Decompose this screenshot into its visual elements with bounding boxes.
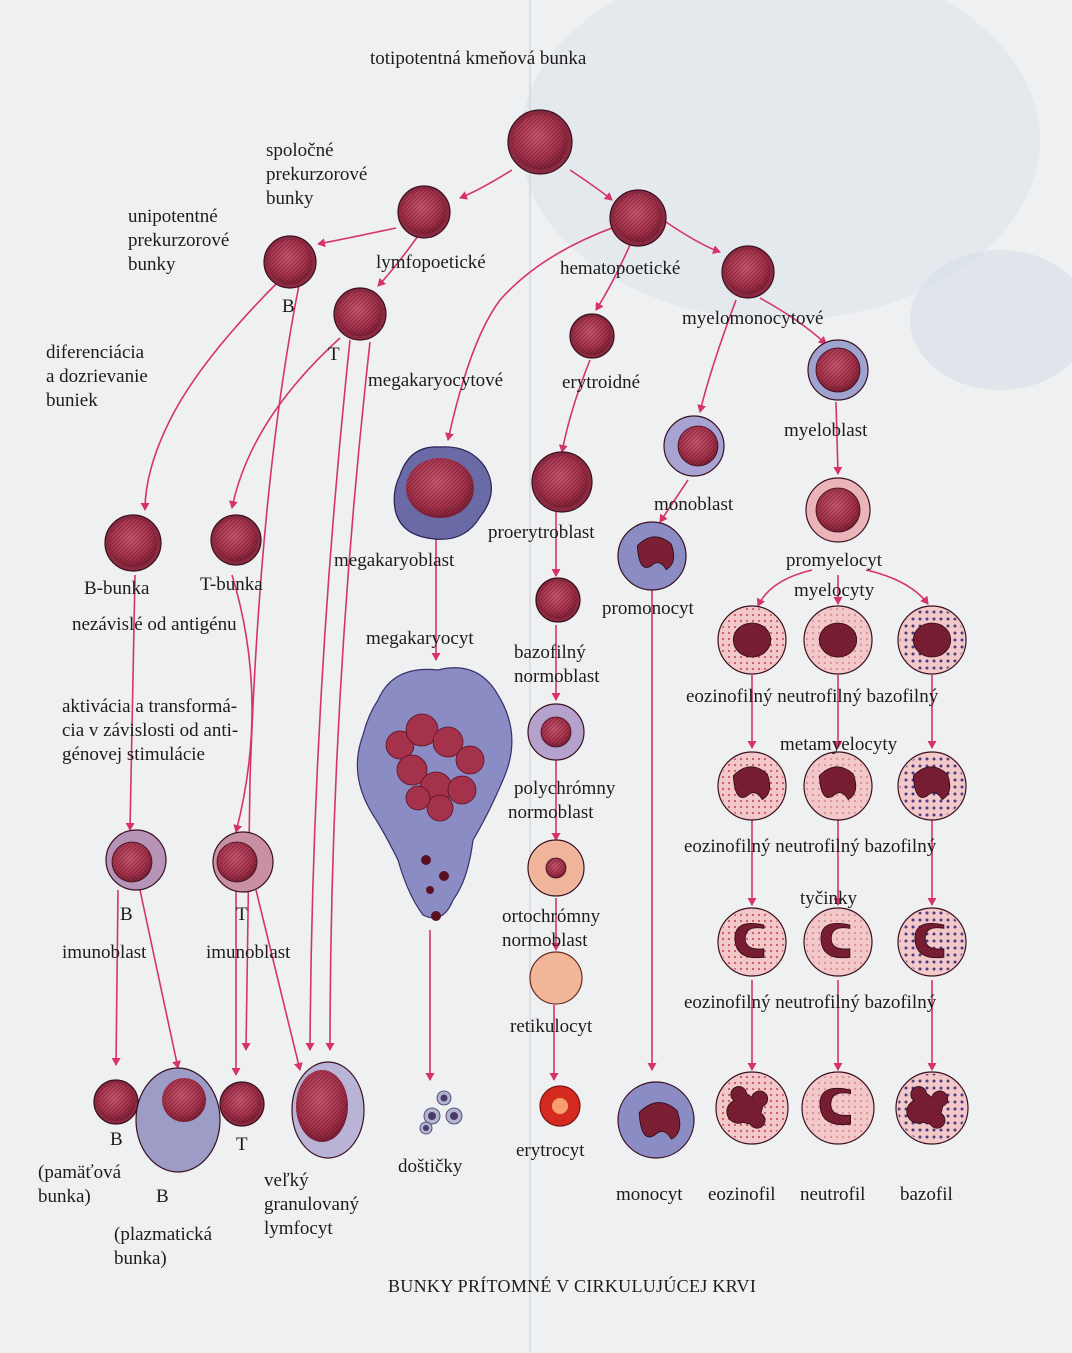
eozino-myelocyte-cell — [718, 606, 786, 674]
memory-b-cell — [94, 1080, 138, 1124]
label-reticulocyte: retikulocyt — [510, 1016, 593, 1037]
label-lymphopoietic: lymfopoetické — [376, 252, 486, 273]
large-granular-lymphocyte — [292, 1062, 364, 1158]
platelet-bud — [421, 855, 431, 865]
common-lymphoid-precursor — [398, 186, 450, 238]
label-hematopoietic: hematopoetické — [560, 258, 680, 279]
label-final-basophil: bazofil — [900, 1184, 953, 1205]
label-final-neutrophil: neutrofil — [800, 1184, 865, 1205]
plasma-cell — [136, 1068, 220, 1172]
label-megakaryocytic: megakaryocytové — [368, 370, 503, 391]
t-immunoblast — [213, 832, 273, 892]
bazo-myelocyte-cell — [898, 606, 966, 674]
label-immunoblast-t: imunoblast — [206, 942, 291, 963]
label-erythrocyte: erytrocyt — [516, 1140, 585, 1161]
label-myeloblast: myeloblast — [784, 420, 868, 441]
label-t-lower: T — [236, 904, 248, 925]
platelet-bud — [431, 911, 441, 921]
label-granulocyte-row-1: eozinofilný neutrofilný bazofilný — [686, 686, 939, 707]
t-cell — [211, 515, 261, 565]
label-myelomonocytic: myelomonocytové — [682, 308, 823, 329]
label-proerythroblast: proerytroblast — [488, 522, 595, 543]
label-immunoblast-b: imunoblast — [62, 942, 147, 963]
label-platelets: doštičky — [398, 1156, 463, 1177]
erythroid-precursor — [570, 314, 614, 358]
megakaryocyte-lobe — [406, 786, 430, 810]
b-immunoblast — [106, 830, 166, 890]
label-b-plasma: B — [156, 1186, 169, 1207]
label-final-monocyte: monocyt — [616, 1184, 683, 1205]
totipotent-stem-cell — [508, 110, 572, 174]
erythrocyte-cell — [540, 1086, 580, 1126]
title-totipotent-stem-cell: totipotentná kmeňová bunka — [370, 48, 587, 69]
neutro-band-cell — [804, 908, 872, 976]
label-b-cell: B-bunka — [84, 578, 150, 599]
proerythroblast-cell — [532, 452, 592, 512]
label-metamyelocyte: metamyelocyty — [780, 734, 898, 755]
label-granulocyte-row-3: eozinofilný neutrofilný bazofilný — [684, 992, 937, 1013]
label-final-eosinophil: eozinofil — [708, 1184, 776, 1205]
caption-circulating-cells: BUNKY PRÍTOMNÉ V CIRKULUJÚCEJ KRVI — [388, 1275, 756, 1296]
b-precursor — [264, 236, 316, 288]
reticulocyte-cell — [530, 952, 582, 1004]
eozino-band-cell — [718, 908, 786, 976]
promonocyte-cell — [618, 522, 686, 590]
eozino-mature-cell — [716, 1072, 788, 1144]
polychromatic-normoblast-cell — [528, 704, 584, 760]
label-granulocyte-row-2: eozinofilný neutrofilný bazofilný — [684, 836, 937, 857]
label-t-cell: T-bunka — [200, 574, 263, 595]
label-erythroid: erytroidné — [562, 372, 640, 393]
label-band: tyčinky — [800, 888, 857, 909]
myelomonocytic-precursor — [722, 246, 774, 298]
neutro-metamyelocyte-cell — [804, 752, 872, 820]
orthochromatic-normoblast-cell — [528, 840, 584, 896]
label-promonocyte: promonocyt — [602, 598, 695, 619]
neutro-myelocyte-cell — [804, 606, 872, 674]
label-t-precursor: T — [328, 344, 340, 365]
platelet-bud — [439, 871, 449, 881]
promyelocyte-cell — [806, 478, 870, 542]
bazo-metamyelocyte-cell — [898, 752, 966, 820]
megakaryocyte-lobe — [427, 795, 453, 821]
label-megakaryocyte: megakaryocyt — [366, 628, 474, 649]
neutro-mature-cell — [802, 1072, 874, 1144]
myeloblast-cell — [808, 340, 868, 400]
t-small-cell — [220, 1082, 264, 1126]
platelet-bud — [426, 886, 434, 894]
label-b-small: B — [110, 1129, 123, 1150]
basophilic-normoblast-cell — [536, 578, 580, 622]
label-antigen-independent: nezávislé od antigénu — [72, 614, 237, 635]
megakaryocyte-lobe — [448, 776, 476, 804]
label-megakaryoblast: megakaryoblast — [334, 550, 455, 571]
megakaryocyte-lobe — [456, 746, 484, 774]
monoblast-cell — [664, 416, 724, 476]
common-myeloid-precursor — [610, 190, 666, 246]
bazo-mature-cell — [896, 1072, 968, 1144]
label-monoblast: monoblast — [654, 494, 734, 515]
monocyte-cell — [618, 1082, 694, 1158]
label-t-small: T — [236, 1134, 248, 1155]
label-b-precursor: B — [282, 296, 295, 317]
label-myelocyte: myelocyty — [794, 580, 875, 601]
label-promyelocyte: promyelocyt — [786, 550, 883, 571]
eozino-metamyelocyte-cell — [718, 752, 786, 820]
label-b-lower: B — [120, 904, 133, 925]
bazo-band-cell — [898, 908, 966, 976]
b-cell — [105, 515, 161, 571]
t-precursor — [334, 288, 386, 340]
